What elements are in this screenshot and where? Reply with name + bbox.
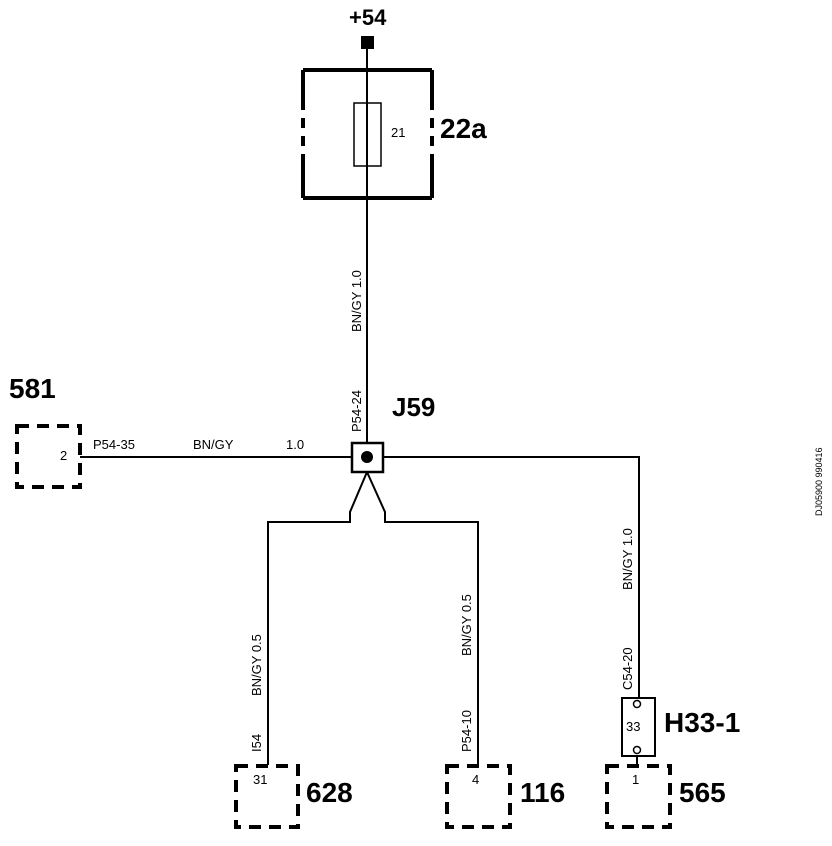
connector-628 (234, 764, 300, 829)
connector-581-pin: 2 (60, 448, 67, 463)
connector-565 (605, 764, 672, 829)
left-wire-pin: P54-35 (93, 437, 135, 452)
left-wire-size: 1.0 (286, 437, 304, 452)
connector-116 (445, 764, 512, 829)
main-wire-color: BN/GY 1.0 (349, 270, 364, 332)
connector-116-label: 116 (520, 777, 565, 808)
supply-terminal (361, 36, 374, 49)
supply-label: +54 (349, 5, 387, 30)
connector-581 (15, 424, 82, 489)
fuse-pin: 21 (391, 125, 405, 140)
connector-581-label: 581 (9, 373, 56, 404)
h33-pin: 33 (626, 719, 640, 734)
connector-565-label: 565 (679, 777, 726, 808)
h33-bottom-contact (632, 745, 642, 755)
splice-label: J59 (392, 392, 435, 422)
splice-node (361, 451, 373, 463)
w116-pin: P54-10 (459, 710, 474, 752)
w628-pin: I54 (249, 734, 264, 752)
w565-pin: C54-20 (620, 647, 635, 690)
h33-top-contact (632, 699, 642, 709)
fuse-box-label: 22a (440, 113, 487, 144)
left-wire-color: BN/GY (193, 437, 234, 452)
w628-color: BN/GY 0.5 (249, 634, 264, 696)
main-wire-pin: P54-24 (349, 390, 364, 432)
w116-color: BN/GY 0.5 (459, 594, 474, 656)
connector-565-pin: 1 (632, 772, 639, 787)
w565-color: BN/GY 1.0 (620, 528, 635, 590)
connector-628-pin: 31 (253, 772, 267, 787)
connector-116-pin: 4 (472, 772, 479, 787)
connector-628-label: 628 (306, 777, 353, 808)
h33-label: H33-1 (664, 707, 740, 738)
document-id: DJ05900 990416 (814, 447, 824, 516)
